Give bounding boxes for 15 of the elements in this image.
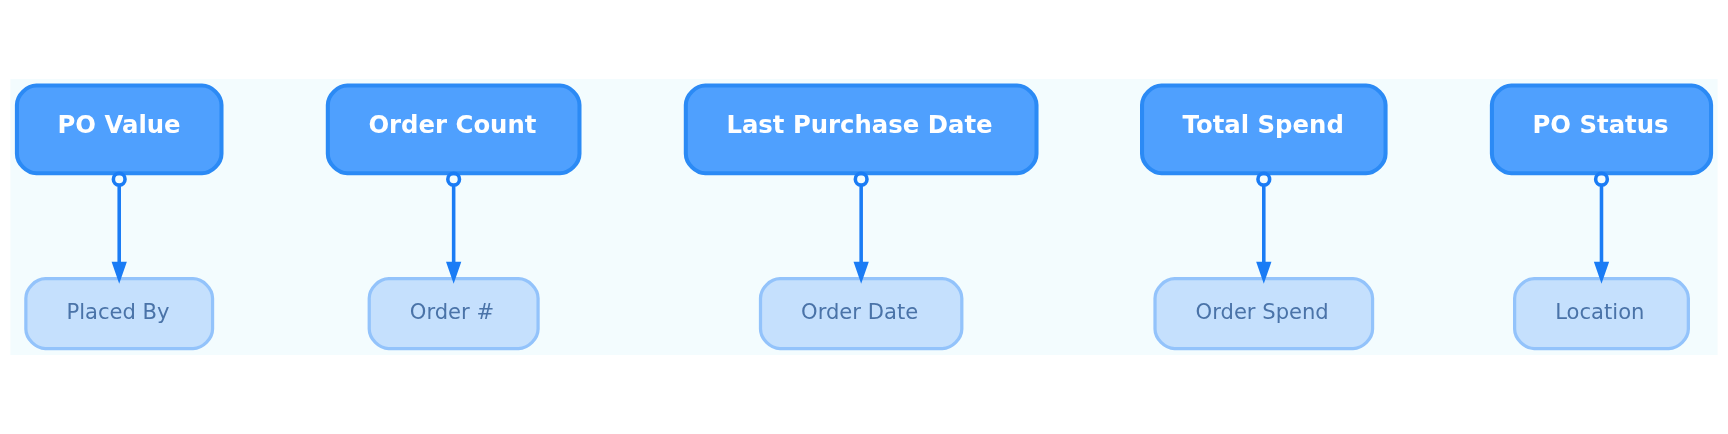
arrow [111,171,127,284]
node-box: Order Date [758,277,964,351]
node-box: PO Status [1489,83,1714,176]
arrow [1256,171,1272,284]
node-box: Order # [367,277,540,351]
node-box: Location [1513,277,1690,351]
node-box: Last Purchase Date [683,83,1039,176]
arrow [853,171,869,284]
node-box: Order Count [325,83,582,176]
node-box: Total Spend [1140,83,1388,176]
node-box: Order Spend [1153,277,1375,351]
arrow [1593,171,1610,284]
node-box: PO Value [14,83,224,176]
node-box: Placed By [24,277,215,351]
arrow [446,171,462,284]
